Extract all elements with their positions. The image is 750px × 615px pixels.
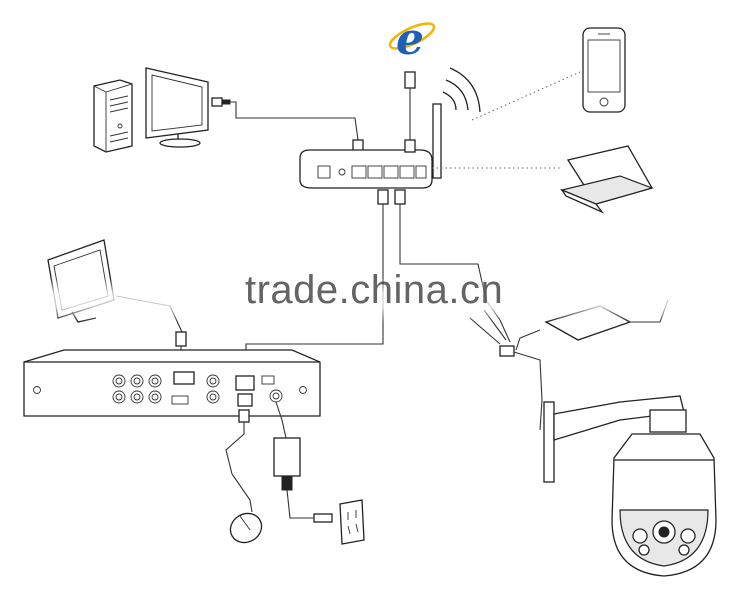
speed-dome-camera-icon [543,395,717,577]
desktop-computer-icon [93,79,133,153]
pc-router-cable [211,97,364,153]
wireless-router-icon [299,67,481,189]
svg-text:e: e [396,14,424,65]
internet-explorer-icon: e [388,14,436,65]
watermark-text: trade.china.cn [245,268,504,312]
power-adapter-icon [273,401,333,523]
wall-outlet-icon [339,499,365,545]
mouse-icon [225,409,263,544]
laptop-icon [560,145,654,214]
camera-pigtail-cables [469,309,543,431]
dvr-recorder-icon [23,349,321,417]
smartphone-icon [582,27,626,113]
desktop-monitor-icon [145,67,209,148]
watermark-band [0,278,750,322]
wireless-link-phone [471,71,581,121]
